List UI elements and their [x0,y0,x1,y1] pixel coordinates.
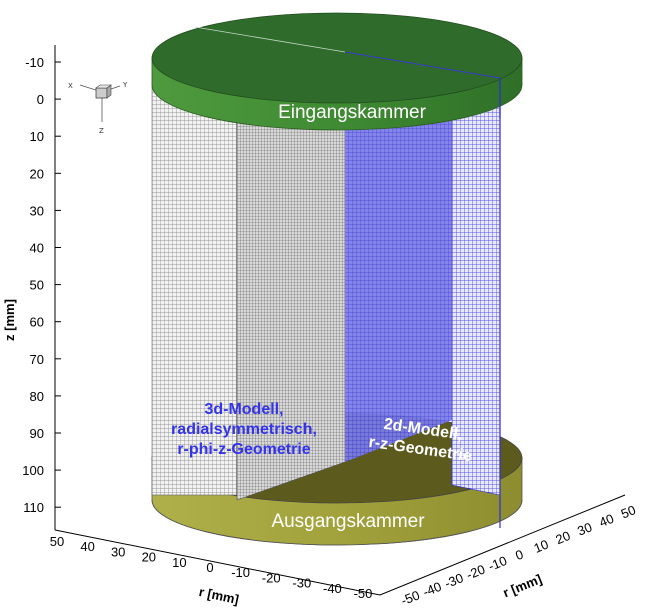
triad-z-label: Z [99,127,104,135]
r-axis-left-ticks: 50 40 30 20 10 0 -10 -20 -30 -40 -50 [50,534,373,601]
z-axis-ticks: -10 0 10 20 30 40 50 60 70 80 90 100 110 [22,55,61,515]
triad-y-label: Y [122,81,128,89]
r-left-tick-label: -10 [231,565,250,580]
r-right-tick-label: 0 [513,547,525,564]
r-right-tick-label: -20 [464,562,487,583]
z-tick-label: 90 [30,426,44,441]
z-tick-label: 80 [30,389,44,404]
r-left-tick-label: -40 [323,581,342,596]
z-tick-label: -10 [25,55,44,70]
mesh-3d-left [151,84,238,496]
r-left-tick-label: 10 [172,555,186,570]
r-left-tick-label: -20 [262,570,281,585]
z-tick-label: 10 [30,129,44,144]
r-axis-left-line [54,529,381,596]
z-tick-label: 60 [30,315,44,330]
r-right-tick-label: -40 [421,579,444,600]
orientation-triad: X Y Z [68,81,128,135]
r-right-tick-label: 40 [597,511,616,530]
r-left-tick-label: 40 [80,539,94,554]
z-tick-label: 20 [30,166,44,181]
orientation-cube-icon [95,87,108,99]
z-tick-label: 70 [30,352,44,367]
r-right-tick-label: -50 [399,587,422,608]
top-chamber [151,12,523,131]
r-left-tick-label: 30 [111,544,125,559]
model-3d-label-line-2: radialsymmetrisch, [171,421,317,438]
z-tick-label: 30 [30,203,44,218]
bottom-chamber-front [151,499,523,546]
z-tick-label: 0 [37,92,44,107]
r-axis-left-label: r [mm] [198,584,241,607]
r-left-tick-label: 50 [50,534,64,549]
r-left-tick-label: 0 [206,560,213,575]
r-right-tick-label: 50 [619,502,638,521]
r-left-tick-label: -30 [292,576,311,591]
r-axis-right-label: r [mm] [501,571,544,600]
model-3d-label: 3d-Modell, radialsymmetrisch, r-phi-z-Ge… [171,401,317,458]
top-chamber-top [151,12,523,104]
model-3d-label-line-1: 3d-Modell, [204,401,283,418]
z-tick-label: 100 [22,463,44,478]
model-3d-label-line-3: r-phi-z-Geometrie [177,441,310,458]
r-right-tick-label: 10 [532,537,551,556]
triad-x-label: X [68,82,73,90]
r-right-tick-label: 20 [553,528,572,547]
r-axis-right-line [379,494,626,596]
z-tick-label: 40 [30,241,44,256]
axes-frame [54,45,626,596]
r-right-tick-label: 30 [575,519,594,538]
r-right-tick-label: -10 [486,553,509,574]
bottom-chamber-label: Ausgangskammer [271,511,425,532]
r-left-tick-label: -50 [354,586,373,601]
z-tick-label: 110 [23,500,44,515]
mesh-3d-inner-face [236,87,346,501]
z-tick-label: 50 [30,278,44,293]
top-chamber-label: Eingangskammer [278,102,427,123]
r-right-tick-label: -30 [442,570,465,591]
r-left-tick-label: 20 [142,550,156,565]
z-axis-label: z [mm] [2,299,17,341]
mesh-cylinder [151,79,501,528]
